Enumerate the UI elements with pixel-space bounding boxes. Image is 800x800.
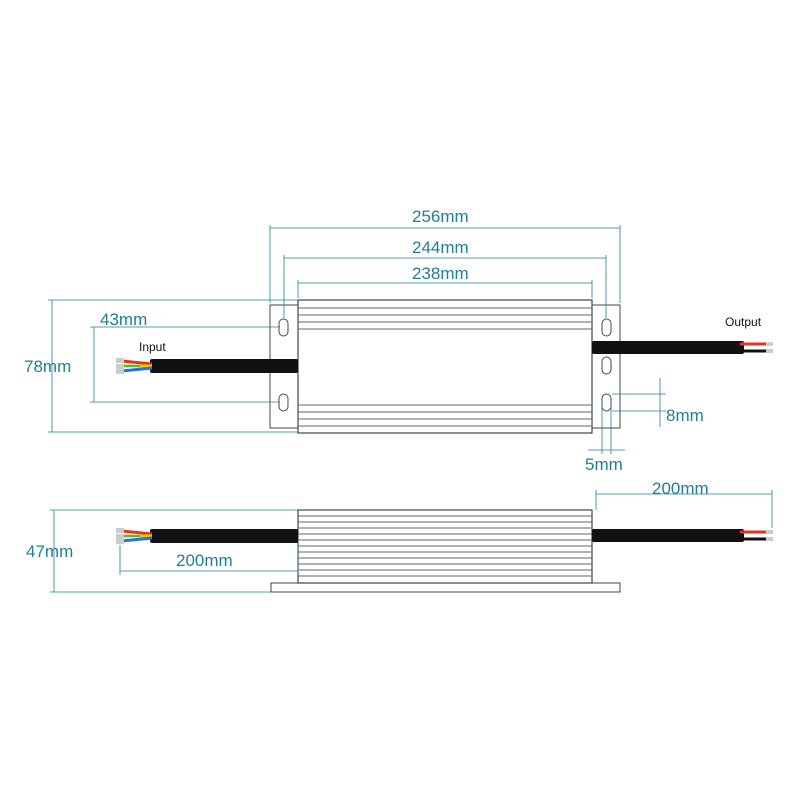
side-input-cable <box>150 529 298 543</box>
output-cable-dimension <box>595 490 773 528</box>
side-view-base-plate <box>270 582 621 593</box>
width-dimension <box>48 299 298 433</box>
height-label: 47mm <box>26 542 73 561</box>
mounting-slot <box>278 393 289 412</box>
hole-distance-dimension <box>90 326 280 403</box>
height-dimension <box>50 509 298 593</box>
output-cable <box>592 341 744 354</box>
side-input-wire-ends <box>116 528 153 544</box>
overall-length-dimension <box>269 225 621 303</box>
side-output-wire-ends <box>740 530 773 541</box>
slot-width-dimension <box>588 405 625 454</box>
input-label: Input <box>139 340 166 354</box>
hole-spacing-label: 244mm <box>412 238 469 257</box>
output-wire-ends <box>740 342 773 353</box>
output-cable-length-label: 200mm <box>652 479 709 498</box>
input-wire-ends <box>116 358 153 374</box>
mounting-slot <box>601 318 612 337</box>
input-cable <box>150 359 298 373</box>
overall-length-label: 256mm <box>412 207 469 226</box>
hole-spacing-dimension <box>283 255 607 318</box>
hole-distance-label: 43mm <box>100 310 147 329</box>
input-cable-dimension <box>119 545 299 575</box>
output-label: Output <box>725 315 762 329</box>
mounting-slot <box>601 356 612 375</box>
top-view: Input Output 256mm 244mm <box>24 207 773 474</box>
slot-length-label: 8mm <box>666 406 704 425</box>
side-view-ribs <box>298 515 592 577</box>
width-label: 78mm <box>24 357 71 376</box>
input-cable-length-label: 200mm <box>176 551 233 570</box>
slot-length-dimension <box>612 378 666 427</box>
housing-ribs <box>298 307 592 427</box>
mounting-slot <box>601 393 612 412</box>
side-view: 47mm 200mm 200mm <box>26 479 773 593</box>
slot-width-label: 5mm <box>585 455 623 474</box>
top-view-housing <box>297 299 593 434</box>
side-output-cable <box>592 529 744 542</box>
body-length-dimension <box>297 280 593 298</box>
body-length-label: 238mm <box>412 264 469 283</box>
mounting-slot <box>278 318 289 337</box>
